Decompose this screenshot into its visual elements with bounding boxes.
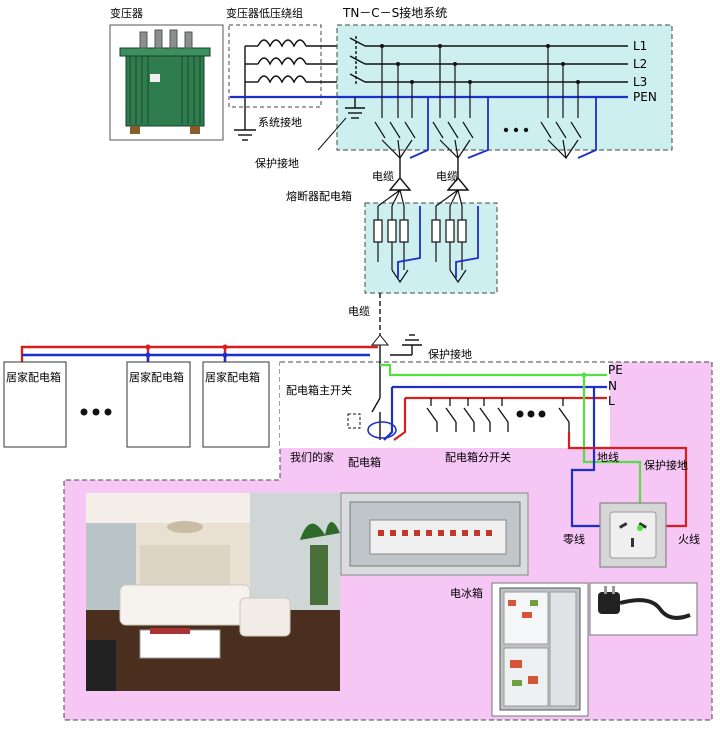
lv-winding-box bbox=[228, 24, 322, 108]
protective-ground-leader bbox=[317, 117, 347, 151]
system-ground-symbol bbox=[234, 82, 256, 141]
branch-switches bbox=[426, 398, 570, 432]
home-bus-label-n: N bbox=[608, 379, 617, 393]
ground-wire-label: 地线 bbox=[597, 450, 619, 464]
bus-label-l2: L2 bbox=[633, 57, 647, 71]
branch-ellipsis bbox=[516, 410, 546, 418]
feeder-drops bbox=[374, 46, 582, 159]
fuse-pen-wiring bbox=[397, 206, 479, 278]
house-box-label-1: 居家配电箱 bbox=[6, 370, 61, 384]
pen-ground-symbol bbox=[345, 97, 365, 119]
fuse-wiring bbox=[373, 189, 467, 284]
panel-photo bbox=[340, 492, 529, 576]
cable-label-3: 电缆 bbox=[348, 305, 370, 318]
home-dist-box bbox=[280, 362, 610, 448]
house-box-label-2: 居家配电箱 bbox=[129, 370, 184, 384]
house-ellipsis bbox=[80, 408, 112, 416]
winding-coils bbox=[244, 39, 350, 84]
pe-junction bbox=[581, 372, 587, 378]
dist-box-label: 配电箱 bbox=[348, 455, 381, 469]
main-disconnect bbox=[349, 36, 366, 86]
cable-splitter bbox=[370, 334, 390, 346]
protective-ground-label-3: 保护接地 bbox=[644, 458, 688, 472]
lv-winding-label: 变压器低压绕组 bbox=[226, 6, 303, 20]
house-box-3 bbox=[202, 361, 270, 448]
bus-label-l1: L1 bbox=[633, 39, 647, 53]
home-bus-label-pe: PE bbox=[608, 363, 623, 377]
protective-ground-label-1: 保护接地 bbox=[255, 156, 299, 170]
socket-wiring bbox=[567, 375, 688, 528]
branch-switch-label: 配电箱分开关 bbox=[445, 450, 511, 464]
system-title: TN－C－S接地系统 bbox=[342, 5, 447, 20]
home-ground-symbol bbox=[390, 334, 422, 356]
protective-ground-label-2: 保护接地 bbox=[428, 347, 472, 361]
living-room-photo bbox=[86, 493, 340, 691]
live-wire-label: 火线 bbox=[678, 532, 700, 546]
fridge-photo bbox=[491, 582, 589, 717]
rcd-sensor bbox=[367, 421, 397, 439]
transformer-label: 变压器 bbox=[110, 6, 143, 20]
cable-lines bbox=[388, 158, 470, 191]
transformer-icon bbox=[119, 29, 211, 134]
our-home-label: 我们的家 bbox=[290, 450, 334, 464]
house-box-label-3: 居家配电箱 bbox=[205, 370, 260, 384]
bus-junctions bbox=[380, 44, 580, 84]
main-switch-label: 配电箱主开关 bbox=[286, 383, 352, 397]
home-bus-label-l: L bbox=[608, 394, 615, 408]
cable-label-1: 电缆 bbox=[372, 170, 394, 183]
house-feed-lines bbox=[20, 345, 378, 362]
wall-socket bbox=[599, 502, 667, 568]
ellipsis-dots bbox=[503, 127, 529, 133]
house-box-1 bbox=[3, 361, 67, 448]
fridge-label: 电冰箱 bbox=[450, 586, 483, 600]
bus-label-pen: PEN bbox=[633, 90, 657, 104]
house-feed-dots bbox=[145, 344, 228, 358]
rcd-trip-box bbox=[347, 413, 361, 429]
fuse-box bbox=[364, 202, 498, 294]
cable-label-2: 电缆 bbox=[436, 170, 458, 183]
bus-label-l3: L3 bbox=[633, 75, 647, 89]
system-ground-label: 系统接地 bbox=[258, 116, 302, 129]
bus-lines bbox=[230, 45, 628, 99]
feeder-pen-drops bbox=[409, 97, 597, 159]
house-box-2 bbox=[126, 361, 191, 448]
neutral-wire-label: 零线 bbox=[563, 532, 585, 546]
plug-photo bbox=[589, 582, 698, 636]
fuse-box-label: 熔断器配电箱 bbox=[286, 189, 352, 203]
